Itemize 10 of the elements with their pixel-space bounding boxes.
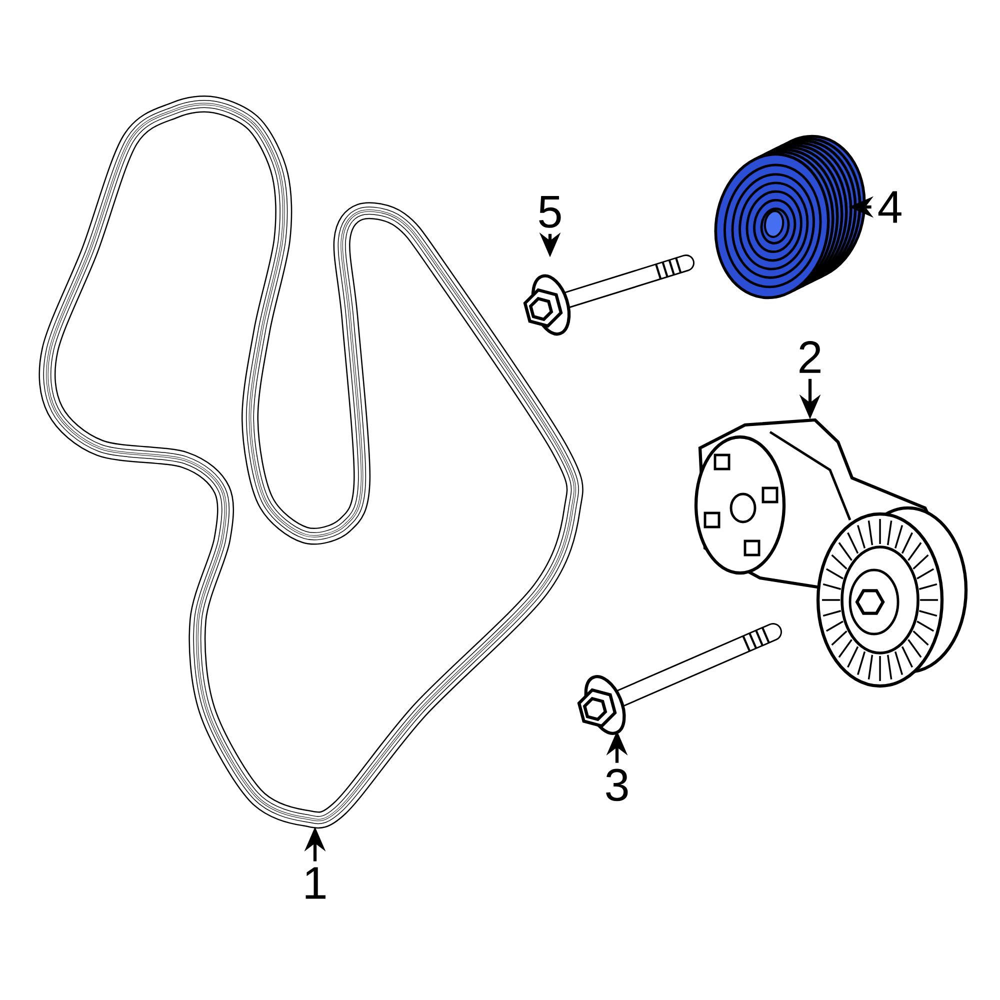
bolt-drawing bbox=[523, 254, 695, 336]
callout-number: 2 bbox=[800, 341, 820, 373]
bolt-drawing bbox=[577, 623, 782, 735]
callout-number: 1 bbox=[306, 867, 326, 899]
pulley-drawing bbox=[714, 134, 866, 300]
callout-number: 3 bbox=[606, 768, 628, 802]
callout-number: 4 bbox=[878, 191, 902, 223]
tensioner-drawing bbox=[694, 418, 968, 688]
belt-drawing bbox=[38, 96, 584, 829]
callout-number: 5 bbox=[539, 196, 561, 228]
